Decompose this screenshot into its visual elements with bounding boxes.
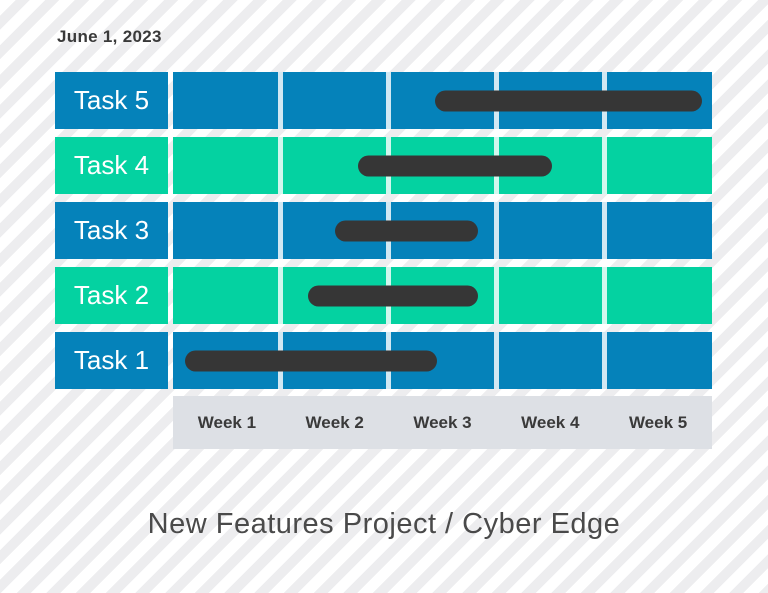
week-grid-line — [601, 137, 607, 194]
week-grid-line — [386, 72, 392, 129]
week-grid-line — [601, 267, 607, 324]
week-grid-line — [601, 332, 607, 389]
week-grid-line — [493, 332, 499, 389]
task-bar — [184, 350, 438, 371]
task-track — [173, 202, 712, 259]
week-label: Week 4 — [521, 412, 580, 432]
week-grid-line — [493, 267, 499, 324]
week-grid-line — [278, 202, 284, 259]
task-bar — [434, 90, 703, 111]
task-label: Task 1 — [55, 332, 168, 389]
week-label: Week 2 — [305, 412, 364, 432]
week-grid-line — [278, 267, 284, 324]
gantt-row: Task 2 — [55, 267, 712, 324]
gantt-row: Task 5 — [55, 72, 712, 129]
chart-title: New Features Project / Cyber Edge — [147, 508, 621, 540]
task-bar — [307, 285, 479, 306]
task-label: Task 4 — [55, 137, 168, 194]
task-label: Task 3 — [55, 202, 168, 259]
task-track — [173, 137, 712, 194]
task-track — [173, 72, 712, 129]
task-track — [173, 267, 712, 324]
week-grid-line — [601, 202, 607, 259]
task-bar — [358, 155, 553, 176]
date-label: June 1, 2023 — [57, 27, 162, 46]
task-bar — [334, 220, 479, 241]
task-label: Task 2 — [55, 267, 168, 324]
week-label: Week 5 — [628, 412, 688, 432]
gantt-row: Task 1 — [55, 332, 712, 389]
task-label: Task 5 — [55, 72, 168, 129]
week-label: Week 1 — [197, 412, 257, 432]
gantt-rows: Task 5 Task 4 Task 3 Task 2 Task 1 — [55, 72, 712, 389]
week-grid-line — [493, 202, 499, 259]
week-grid-line — [278, 72, 284, 129]
gantt-row: Task 4 — [55, 137, 712, 194]
gantt-row: Task 3 — [55, 202, 712, 259]
week-axis: Week 1 Week 2 Week 3 Week 4 Week 5 — [173, 396, 712, 449]
week-label: Week 3 — [413, 412, 472, 432]
week-grid-line — [278, 137, 284, 194]
task-track — [173, 332, 712, 389]
